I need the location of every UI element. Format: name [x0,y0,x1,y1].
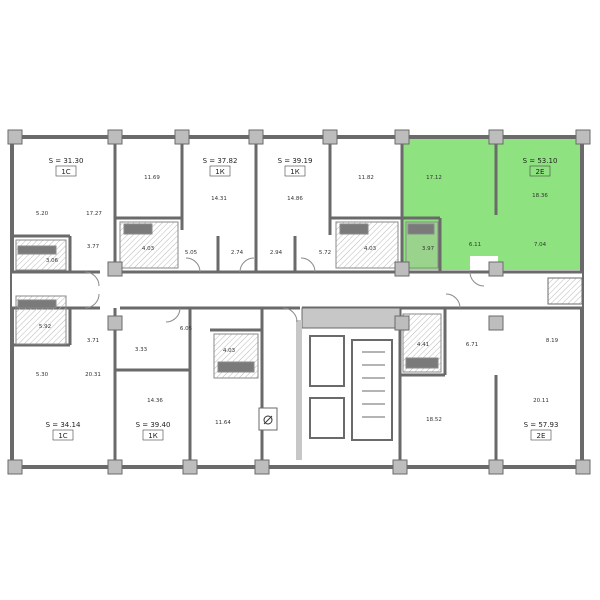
room-area: 3.71 [87,338,99,344]
apartment-3-label: S = 39.19 1К [278,157,313,177]
room-area: 5.05 [185,250,198,256]
room-area: 17.27 [86,211,102,217]
room-area: 7.04 [534,242,547,248]
room-area: 11.64 [215,420,231,426]
svg-text:1С: 1С [58,432,67,440]
room-area: 2.74 [231,250,244,256]
room-area: 4.03 [142,246,155,252]
room-area: 4.41 [417,342,429,348]
svg-text:1С: 1С [61,168,70,176]
room-area: 6.71 [466,342,478,348]
room-area: 17.12 [426,175,442,181]
room-area: 8.19 [546,338,559,344]
room-area: 5.20 [36,211,49,217]
apartment-6-label: S = 39.40 1К [136,421,171,441]
stair-core [296,307,401,460]
door-swings [84,257,485,323]
room-area: 5.30 [36,372,49,378]
inner-walls-top [12,137,498,272]
svg-text:S = 39.40: S = 39.40 [136,421,171,429]
highlighted-apartment-area[interactable] [402,137,582,270]
room-area: 5.72 [319,250,331,256]
room-area: 5.92 [39,324,51,330]
room-area: 11.69 [144,175,160,181]
svg-text:2Е: 2Е [537,432,546,440]
room-area: 6.05 [180,326,193,332]
svg-text:S = 57.93: S = 57.93 [524,421,559,429]
room-area: 4.03 [223,348,236,354]
svg-text:S = 31.30: S = 31.30 [49,157,84,165]
room-area: 18.36 [532,193,548,199]
svg-text:S = 39.19: S = 39.19 [278,157,313,165]
apartment-7-label: S = 57.93 2Е [524,421,559,441]
electrical-panel-icon [258,407,278,431]
svg-text:1К: 1К [148,432,157,440]
room-area: 11.82 [358,175,374,181]
svg-text:2Е: 2Е [536,168,545,176]
room-labels: 17.27 5.20 3.77 3.06 5.92 3.71 5.30 20.3… [36,175,559,426]
room-area: 14.31 [211,196,227,202]
room-area: 3.97 [422,246,435,252]
room-area: 3.06 [46,258,59,264]
room-area: 14.86 [287,196,303,202]
apartment-2-label: S = 37.82 1К [203,157,238,177]
apartment-4-label: S = 53.10 2Е [523,157,558,177]
apartment-5-label: S = 34.14 1С [46,421,81,441]
apartment-1-label: S = 31.30 1С [49,157,84,177]
bathrooms [15,221,442,379]
room-area: 18.52 [426,417,442,423]
room-area: 20.11 [533,398,549,404]
room-area: 4.03 [364,246,377,252]
svg-text:S = 34.14: S = 34.14 [46,421,81,429]
svg-text:1К: 1К [215,168,224,176]
room-area: 3.33 [135,347,148,353]
room-area: 20.31 [85,372,101,378]
room-area: 14.36 [147,398,163,404]
columns [7,129,591,475]
corridor [12,270,583,310]
room-area: 6.11 [469,242,481,248]
apartment-labels: S = 31.30 1С S = 37.82 1К S = 39.19 1К S… [46,157,559,441]
svg-text:S = 37.82: S = 37.82 [203,157,238,165]
svg-text:1К: 1К [290,168,299,176]
svg-text:S = 53.10: S = 53.10 [523,157,558,165]
room-area: 3.77 [87,244,100,250]
room-area: 2.94 [270,250,283,256]
